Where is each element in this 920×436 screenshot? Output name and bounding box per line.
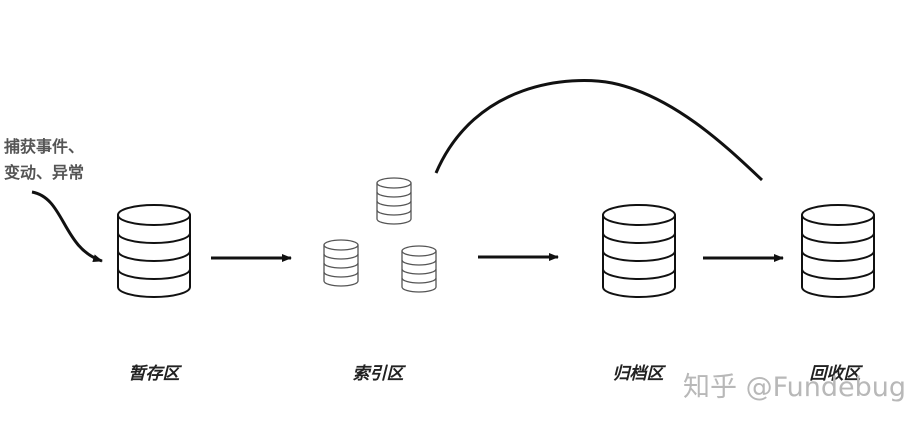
input-note-line1: 捕获事件、 — [4, 137, 84, 156]
input-arrow — [31, 190, 103, 263]
watermark: 知乎 @Fundebug — [683, 372, 906, 403]
stage-label-staging: 暂存区 — [129, 364, 183, 384]
stage-label-recycle: 回收区 — [810, 364, 864, 384]
arc-index-to-recycle — [434, 79, 764, 182]
stage-label-archive: 归档区 — [613, 364, 667, 384]
index-database-icon-right — [401, 245, 437, 293]
staging-database-icon — [117, 204, 191, 298]
index-database-icon-left — [323, 239, 359, 287]
input-note-line2: 变动、异常 — [4, 163, 84, 182]
archive-database-icon — [602, 204, 676, 298]
index-database-icon-top — [376, 177, 412, 225]
stage-label-index: 索引区 — [353, 364, 407, 384]
recycle-database-icon — [801, 204, 875, 298]
